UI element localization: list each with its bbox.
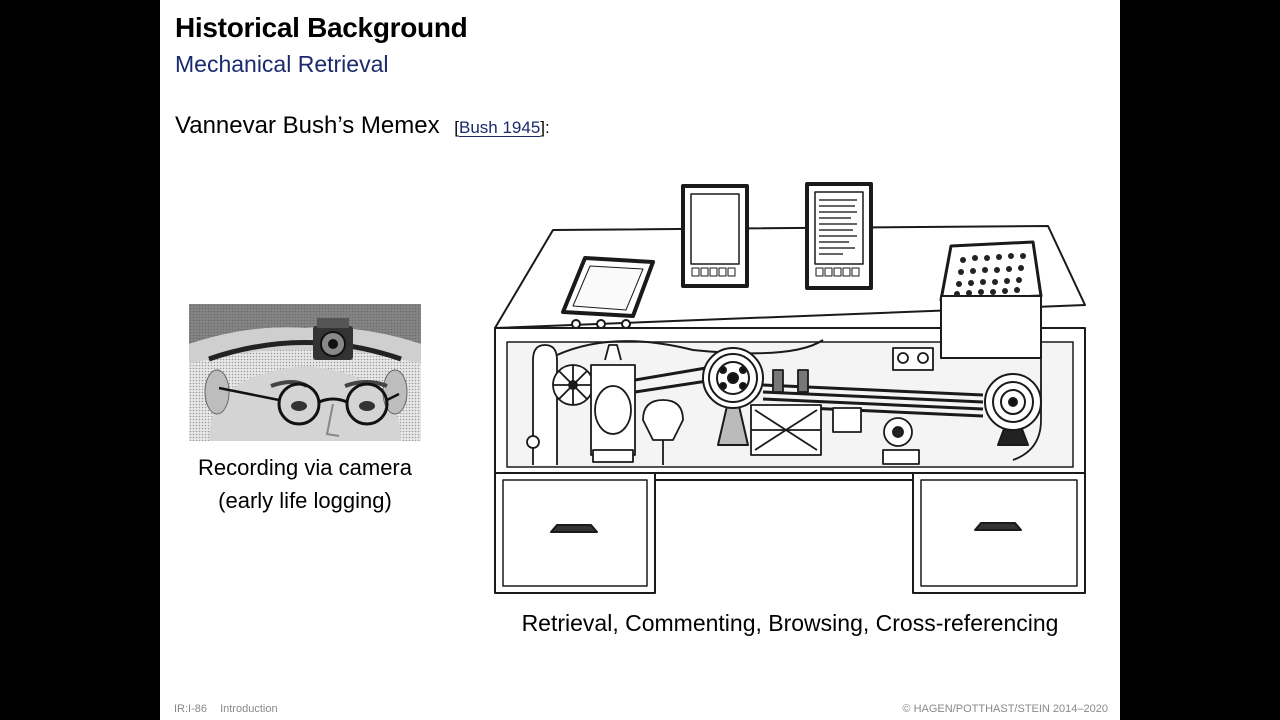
memex-caption: Retrieval, Commenting, Browsing, Cross-r… [521, 610, 1059, 636]
footer-left: IR:I-86 Introduction [174, 703, 278, 715]
photo-caption-line-1: Recording via camera [198, 455, 412, 480]
slide-subtitle: Mechanical Retrieval [175, 51, 389, 77]
memex-heading-text: Vannevar Bush’s Memex [175, 112, 440, 139]
citation-bracket-close: ]: [540, 118, 550, 137]
slide: Historical Background Mechanical Retriev… [160, 0, 1120, 720]
footer-slide-number: IR:I-86 [174, 703, 208, 715]
photo-caption: Recording via camera (early life logging… [160, 451, 450, 517]
memex-desk-illustration [493, 180, 1088, 598]
footer-section: Introduction [220, 703, 278, 715]
head-mounted-camera-photo [189, 304, 421, 441]
citation-link[interactable]: Bush 1945 [458, 118, 541, 137]
slide-title: Historical Background [175, 12, 468, 43]
memex-desk-icon [494, 182, 1086, 594]
citation-bracket-open: [ [454, 118, 459, 137]
memex-heading: Vannevar Bush’s Memex [Bush 1945]: [175, 112, 550, 140]
photo-caption-line-2: (early life logging) [218, 488, 392, 513]
camera-photo-icon [189, 304, 421, 441]
footer-copyright: © HAGEN/POTTHAST/STEIN 2014–2020 [902, 703, 1108, 715]
